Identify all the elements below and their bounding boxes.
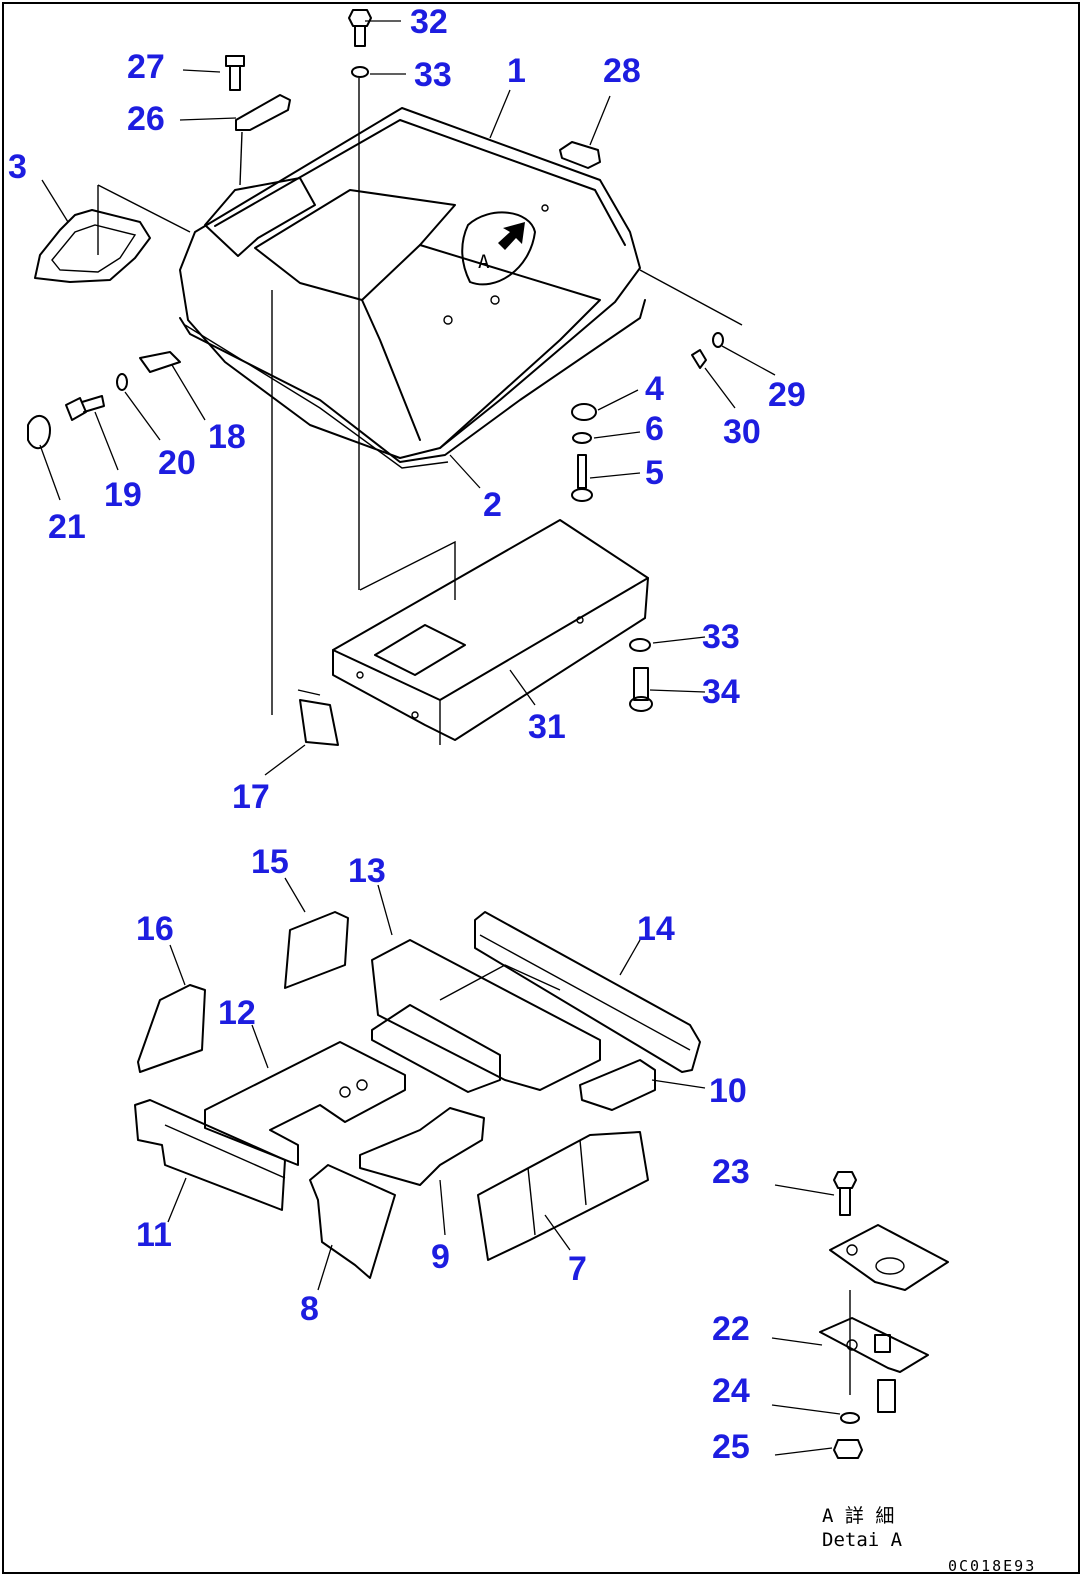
plate-detail — [829, 1224, 949, 1395]
washer-part-6 — [572, 432, 592, 444]
pad-part-15 — [284, 911, 349, 989]
callout-22: 22 — [712, 1310, 750, 1348]
callout-18: 18 — [208, 418, 246, 456]
callout-16: 16 — [136, 910, 174, 948]
nut-part-4 — [571, 403, 597, 421]
pad-part-14 — [474, 911, 701, 1073]
cover-seal-part-2 — [179, 299, 646, 469]
detail-caption-en: Detai A — [822, 1529, 903, 1551]
cover-top-part-1: A — [179, 107, 641, 459]
bolt-part-32 — [348, 9, 372, 47]
detail-marker-a: A — [478, 251, 490, 273]
callout-33-top: 33 — [414, 56, 452, 94]
leader-lines — [39, 20, 841, 1456]
guide-lines — [97, 184, 743, 715]
callout-33-bottom: 33 — [702, 618, 740, 656]
bracket-part-18 — [139, 351, 181, 373]
washer-part-33-top — [351, 66, 369, 590]
arrow-icon — [498, 222, 525, 250]
callout-29: 29 — [768, 376, 806, 414]
bracket-part-17 — [297, 689, 339, 746]
callout-7: 7 — [568, 1250, 587, 1288]
callout-3: 3 — [8, 148, 27, 186]
callout-31: 31 — [528, 708, 566, 746]
callout-32: 32 — [410, 3, 448, 41]
callout-19: 19 — [104, 476, 142, 514]
callout-2: 2 — [483, 486, 502, 524]
callout-21: 21 — [48, 508, 86, 546]
gasket-part-3 — [34, 209, 151, 283]
callout-9: 9 — [431, 1238, 450, 1276]
pad-part-9 — [359, 1107, 485, 1186]
callout-10: 10 — [709, 1072, 747, 1110]
pad-part-12 — [204, 1041, 406, 1166]
cap-part-21 — [27, 415, 51, 450]
callout-4: 4 — [645, 370, 664, 408]
washer-part-29 — [712, 332, 724, 348]
detail-caption-jp: A 詳 細 — [822, 1505, 894, 1527]
pad-part-16 — [137, 984, 206, 1073]
callout-17: 17 — [232, 778, 270, 816]
handle-part-26 — [235, 94, 291, 186]
pad-part-7 — [477, 1131, 649, 1261]
washer-part-20 — [116, 373, 128, 391]
callout-5: 5 — [645, 454, 664, 492]
pad-part-13 — [371, 939, 601, 1093]
callout-34: 34 — [702, 673, 740, 711]
pad-part-10 — [579, 1059, 656, 1111]
callout-14: 14 — [637, 910, 675, 948]
bracket-part-31 — [332, 519, 649, 745]
callout-20: 20 — [158, 444, 196, 482]
washer-part-33-bottom — [629, 638, 651, 652]
bolt-part-23 — [833, 1171, 857, 1216]
callout-1: 1 — [507, 52, 526, 90]
callout-28: 28 — [603, 52, 641, 90]
washer-part-24 — [840, 1412, 860, 1424]
nut-part-25 — [833, 1439, 863, 1459]
bolt-part-19 — [65, 395, 105, 421]
clip-part-30 — [691, 349, 707, 369]
pad-part-11 — [134, 1099, 286, 1211]
callout-labels: 32 33 1 28 27 26 3 18 20 19 21 2 4 6 5 2… — [8, 3, 806, 1466]
drawing-code: 0C018E93 — [948, 1557, 1036, 1575]
callout-26: 26 — [127, 100, 165, 138]
stud-part-5 — [571, 454, 593, 502]
bracket-part-28 — [559, 141, 601, 169]
bolt-part-27 — [225, 55, 245, 91]
callout-12: 12 — [218, 994, 256, 1032]
callout-25: 25 — [712, 1428, 750, 1466]
callout-30: 30 — [723, 413, 761, 451]
callout-6: 6 — [645, 410, 664, 448]
callout-27: 27 — [127, 48, 165, 86]
callout-11: 11 — [136, 1216, 172, 1254]
callout-15: 15 — [251, 843, 289, 881]
bolt-part-34 — [629, 667, 653, 712]
callout-23: 23 — [712, 1153, 750, 1191]
plate-part-22 — [819, 1317, 929, 1413]
pad-part-8 — [309, 1164, 396, 1279]
callout-8: 8 — [300, 1290, 319, 1328]
callout-24: 24 — [712, 1372, 750, 1410]
callout-13: 13 — [348, 852, 386, 890]
